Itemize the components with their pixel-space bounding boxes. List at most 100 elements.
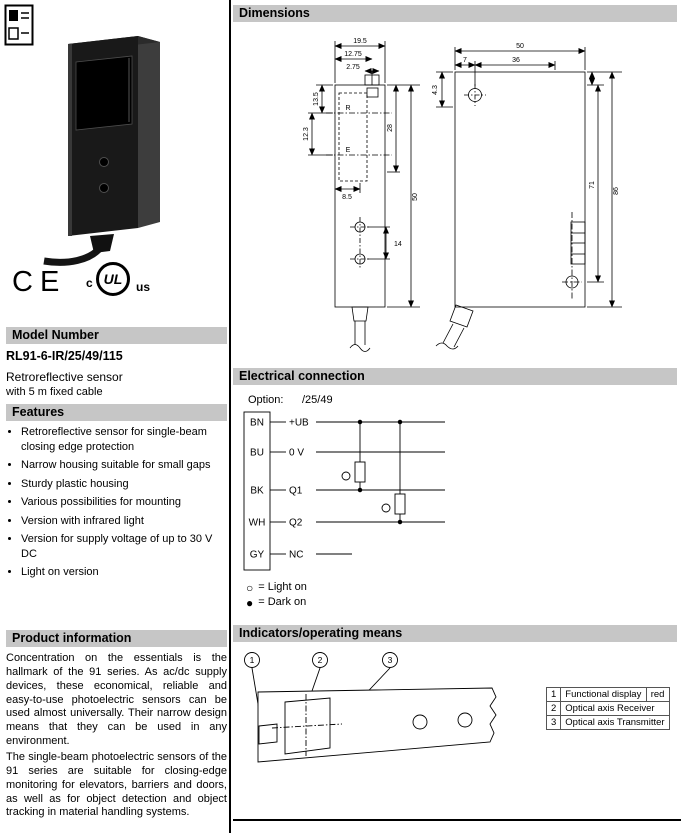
dimension-label: 50 [516, 43, 524, 50]
model-number-header: Model Number [6, 327, 227, 344]
output-state-symbol [341, 471, 351, 481]
table-cell-label: Functional display [560, 687, 647, 702]
dimension-label: 4.3 [432, 85, 439, 95]
table-row: 1 Functional display red [545, 687, 670, 702]
light-on-symbol: ○ [246, 580, 254, 595]
table-cell-num: 3 [545, 715, 562, 730]
side-view [435, 47, 622, 350]
dimension-label: 19.5 [353, 38, 367, 45]
model-number-value: RL91-6-IR/25/49/115 [6, 349, 123, 363]
feature-item: Retroreflective sensor for single-beam c… [21, 425, 227, 454]
model-desc-1: Retroreflective sensor [6, 370, 123, 384]
indicators-table: 1 Functional display red 2 Optical axis … [545, 687, 670, 730]
receiver-axis-label: R [345, 105, 350, 112]
lens-window [75, 55, 133, 131]
cable-gland [90, 234, 114, 253]
dimensions-header: Dimensions [233, 5, 677, 22]
legend-label: = Light on [258, 581, 307, 593]
table-cell-value: red [645, 687, 670, 702]
dimension-label: 36 [512, 57, 520, 64]
dimensions-drawing: 19.5 12.75 2.75 13.5 12.3 8.5 28 50 14 R… [303, 38, 622, 352]
info-paragraph: Concentration on the essentials is the h… [6, 652, 227, 748]
legend-label: = Dark on [258, 596, 307, 608]
dimension-labels: 19.5 12.75 2.75 13.5 12.3 8.5 28 50 14 R… [303, 38, 620, 248]
wire-signal: NC [289, 550, 303, 561]
feature-item: Version for supply voltage of up to 30 V… [21, 532, 227, 561]
ul-suffix: us [136, 280, 151, 294]
wire-signal: +UB [289, 418, 309, 429]
feature-item: Version with infrared light [21, 514, 227, 529]
dimension-label: 13.5 [313, 92, 320, 106]
emitter-axis-label: E [346, 147, 351, 154]
option-value: /25/49 [302, 394, 333, 406]
feature-item: Light on version [21, 565, 227, 580]
callout-number: 2 [318, 655, 323, 665]
callout-circle [244, 652, 260, 668]
dimension-label: 71 [589, 181, 596, 189]
model-desc-2: with 5 m fixed cable [6, 386, 103, 398]
callout-number: 1 [250, 655, 255, 665]
wire-signal: Q1 [289, 486, 303, 497]
dark-on-symbol: ● [246, 595, 254, 610]
dimension-label: 8.5 [342, 194, 352, 201]
callout-number: 3 [388, 655, 393, 665]
output-state-symbol [381, 503, 391, 513]
option-label: Option: [248, 394, 283, 406]
table-row: 2 Optical axis Receiver [545, 701, 670, 716]
column-divider [229, 0, 231, 833]
cable [43, 245, 103, 266]
feature-item: Various possibilities for mounting [21, 495, 227, 510]
dimension-label: 14 [394, 241, 402, 248]
wire-code: BK [250, 486, 264, 497]
wiring-lines [243, 411, 445, 571]
wire-code: WH [249, 518, 266, 529]
feature-item: Sturdy plastic housing [21, 477, 227, 492]
dimension-label: 28 [387, 124, 394, 132]
table-cell-num: 2 [545, 701, 562, 716]
callout-circle [312, 652, 328, 668]
dimension-label: 2.75 [346, 64, 360, 71]
dimension-label: 7 [463, 57, 467, 64]
indicators-drawing: 1 2 3 [244, 652, 497, 763]
dimension-label: 50 [412, 193, 419, 201]
ul-prefix: c [86, 276, 93, 290]
wire-code: BU [250, 448, 264, 459]
features-list: Retroreflective sensor for single-beam c… [6, 425, 227, 584]
electrical-legend: ○ = Light on ● = Dark on [246, 580, 307, 610]
indicators-header: Indicators/operating means [233, 625, 677, 642]
ul-mark: c UL us [86, 262, 158, 302]
table-cell-label: Optical axis Receiver [560, 701, 670, 716]
table-cell-num: 1 [545, 687, 562, 702]
info-paragraph: The single-beam photoelectric sensors of… [6, 751, 227, 819]
wire-code: GY [250, 550, 265, 561]
wire-code: BN [250, 418, 264, 429]
bottom-rule [233, 819, 681, 821]
dimension-label: 12.3 [303, 127, 310, 141]
legend-light-on: ○ = Light on [246, 580, 307, 595]
table-row: 3 Optical axis Transmitter [545, 715, 670, 730]
legend-dark-on: ● = Dark on [246, 595, 307, 610]
wire-signal: Q2 [289, 518, 303, 529]
table-cell-label: Optical axis Transmitter [560, 715, 670, 730]
electrical-diagram: Option: /25/49 BN BU BK WH GY +UB 0 V Q1… [243, 394, 445, 571]
screw-hole [99, 157, 109, 167]
ul-letters: UL [103, 271, 123, 287]
features-header: Features [6, 404, 227, 421]
callout-numbers: 1 2 3 [250, 655, 393, 665]
ce-mark: CE [12, 266, 67, 298]
indicator-geometry [244, 652, 497, 763]
feature-item: Narrow housing suitable for small gaps [21, 458, 227, 473]
wire-signal: 0 V [289, 448, 304, 459]
screw-hole [99, 183, 109, 193]
electrical-header: Electrical connection [233, 368, 677, 385]
callout-circle [382, 652, 398, 668]
sensor-pictogram-icon [4, 4, 34, 46]
product-photo [43, 36, 160, 266]
ul-circle-icon: UL [96, 262, 130, 296]
front-view [308, 41, 420, 352]
product-info-header: Product information [6, 630, 227, 647]
product-info-text: Concentration on the essentials is the h… [6, 652, 227, 822]
dimension-label: 12.75 [344, 51, 362, 58]
dimension-label: 86 [613, 187, 620, 195]
